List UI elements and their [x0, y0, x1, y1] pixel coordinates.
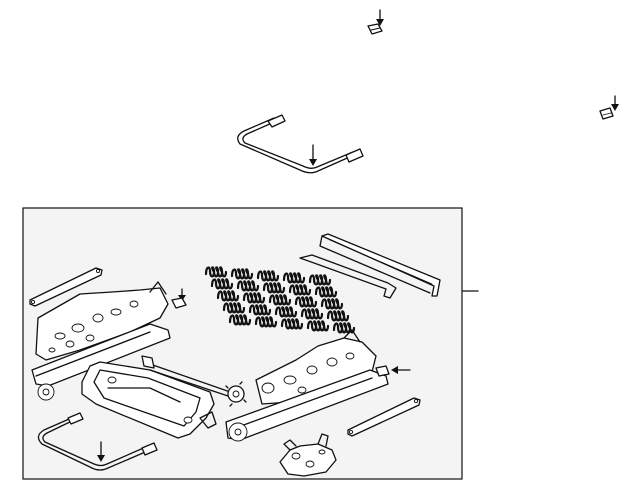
- right-adjuster[interactable]: [225, 329, 389, 442]
- seat-spring[interactable]: [300, 308, 324, 320]
- clip-top-icon[interactable]: [367, 9, 384, 35]
- clip-right-icon[interactable]: [599, 95, 619, 120]
- seat-spring[interactable]: [248, 304, 272, 316]
- seat-spring[interactable]: [332, 322, 356, 334]
- seat-spring[interactable]: [254, 316, 278, 328]
- seat-spring[interactable]: [236, 280, 260, 292]
- clip-inner-upper-icon[interactable]: [171, 288, 187, 309]
- seat-spring[interactable]: [306, 320, 330, 332]
- seat-spring[interactable]: [288, 284, 312, 296]
- seat-spring[interactable]: [268, 294, 292, 306]
- torsion-rod[interactable]: [141, 355, 247, 407]
- right-strap[interactable]: [347, 397, 421, 437]
- seat-spring[interactable]: [294, 296, 318, 308]
- adjuster-motor[interactable]: [279, 433, 337, 477]
- seat-pan[interactable]: [81, 361, 217, 439]
- seat-spring[interactable]: [314, 286, 338, 298]
- seat-spring[interactable]: [228, 314, 252, 326]
- left-adjuster[interactable]: [31, 281, 171, 401]
- seat-spring[interactable]: [282, 272, 306, 284]
- seat-spring[interactable]: [230, 268, 254, 280]
- left-strap[interactable]: [29, 267, 103, 307]
- seat-spring[interactable]: [222, 302, 246, 314]
- seat-spring[interactable]: [204, 266, 228, 278]
- seat-spring[interactable]: [326, 310, 350, 322]
- seat-spring[interactable]: [216, 290, 240, 302]
- lower-lift-rod-icon[interactable]: [37, 412, 158, 471]
- seat-springs[interactable]: [204, 266, 356, 334]
- seat-spring[interactable]: [242, 292, 266, 304]
- seat-spring[interactable]: [262, 282, 286, 294]
- rear-crossbar[interactable]: [299, 233, 441, 299]
- lift-rod-icon[interactable]: [237, 114, 364, 174]
- seat-spring[interactable]: [280, 318, 304, 330]
- seat-spring[interactable]: [274, 306, 298, 318]
- seat-spring[interactable]: [320, 298, 344, 310]
- clip-inner-right-icon[interactable]: [375, 365, 411, 377]
- seat-spring[interactable]: [256, 270, 280, 282]
- seat-spring[interactable]: [210, 278, 234, 290]
- seat-spring[interactable]: [308, 274, 332, 286]
